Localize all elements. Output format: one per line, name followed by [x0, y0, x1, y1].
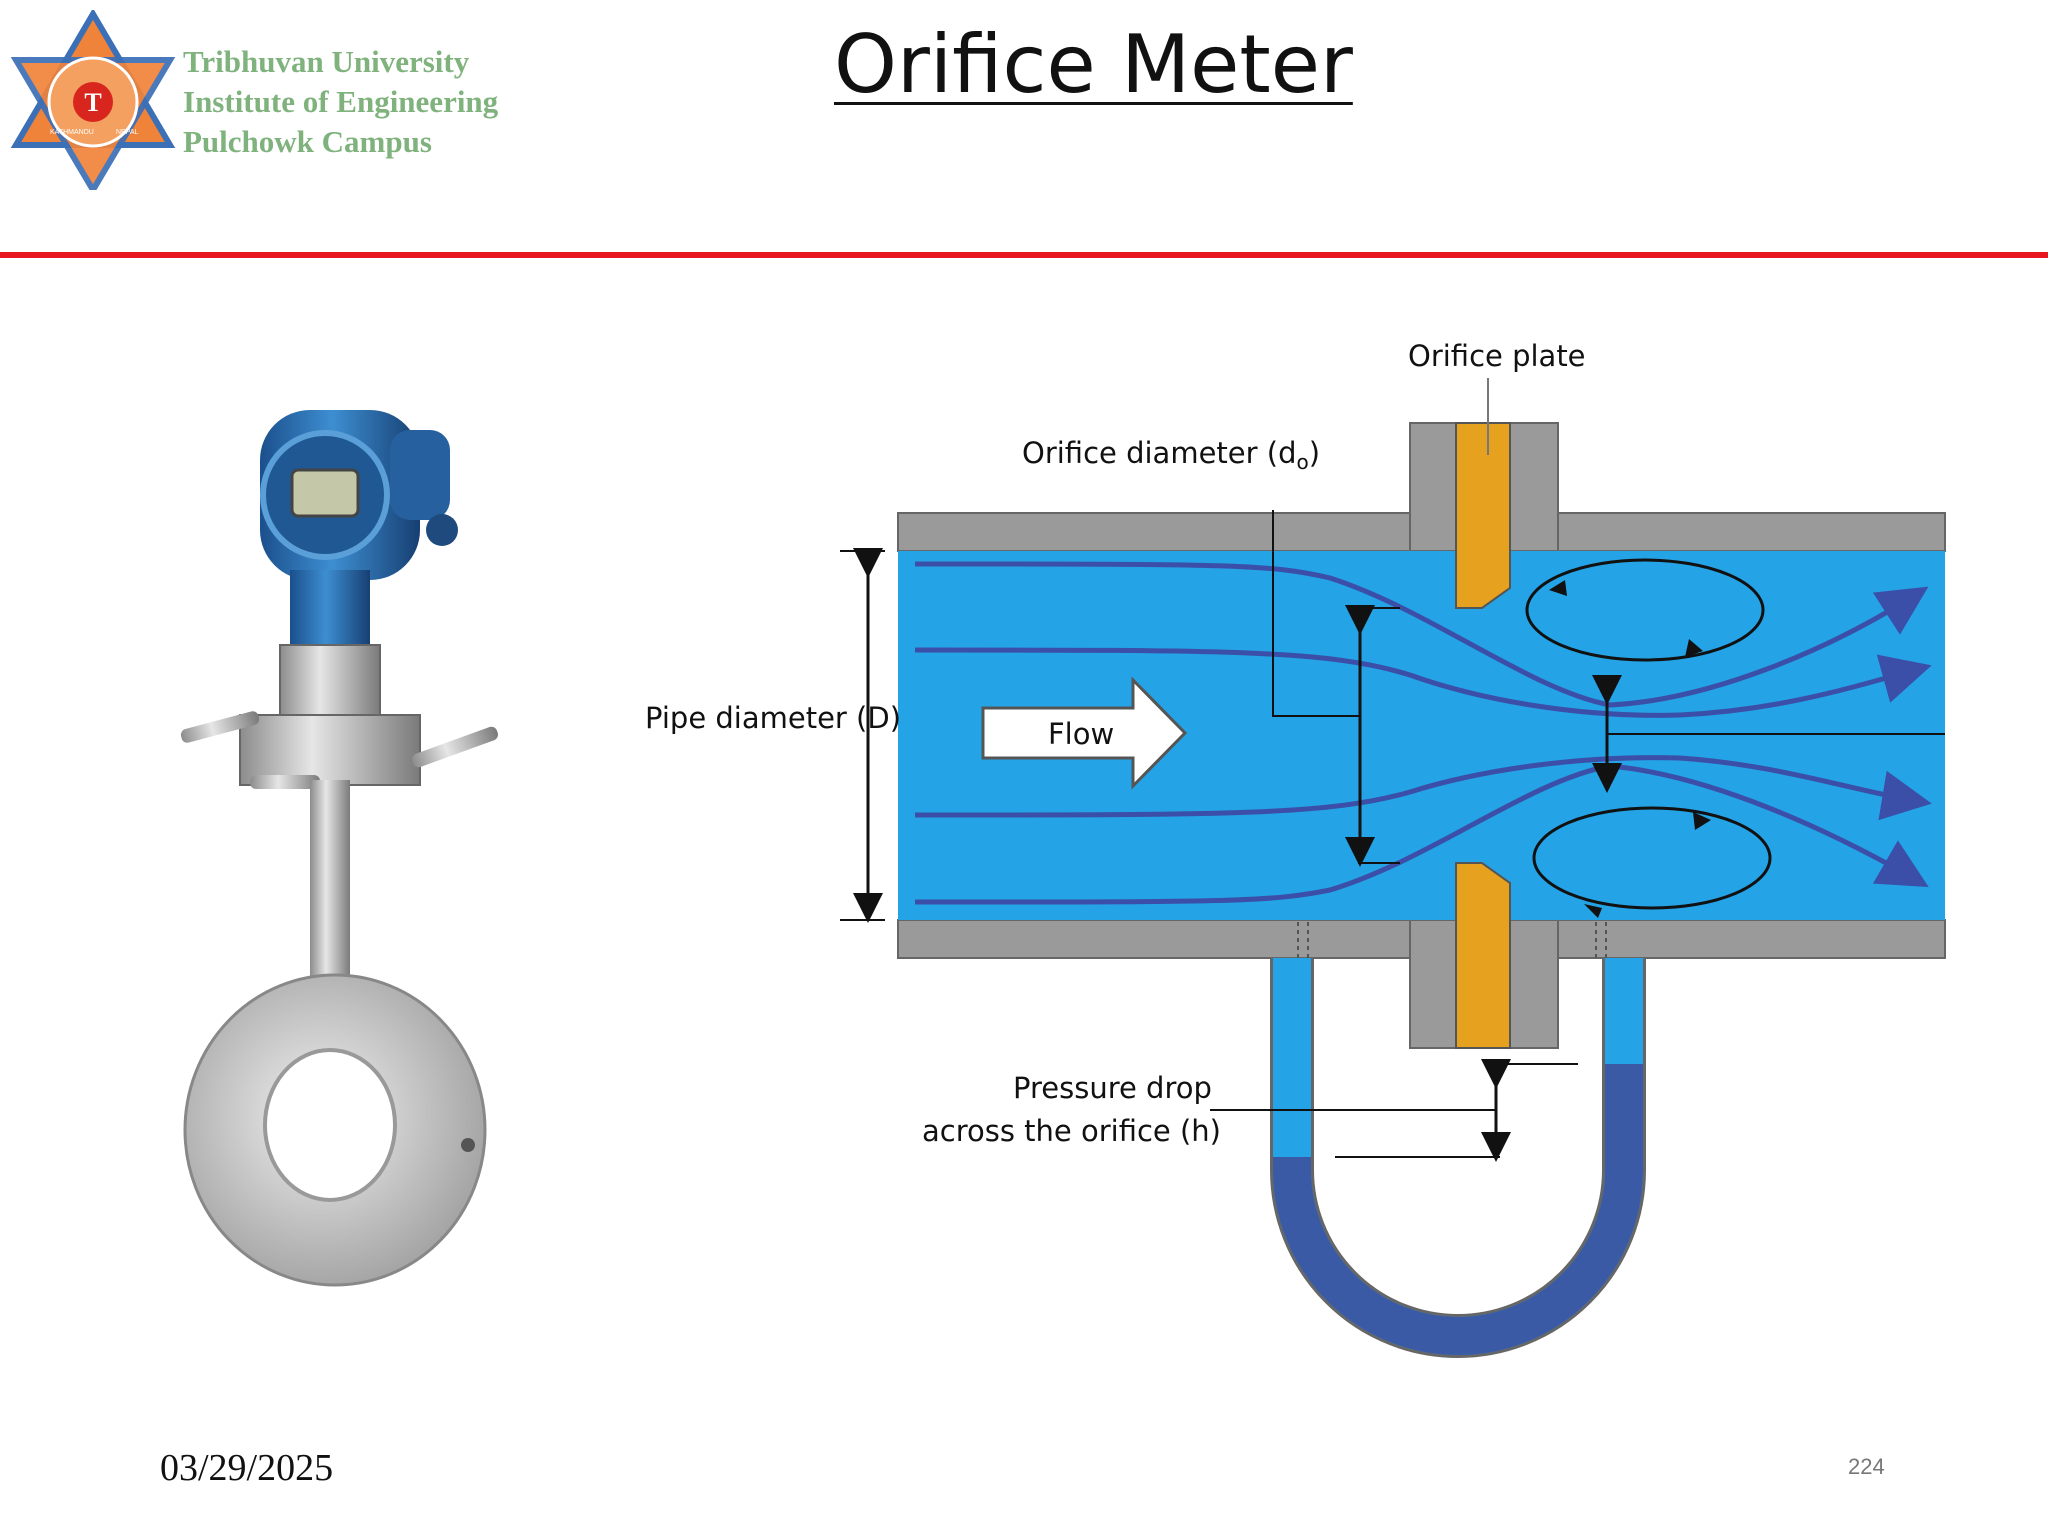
pipe-diameter-label: Pipe diameter (D) — [645, 701, 901, 735]
orifice-meter-diagram: Flow Orifice plate Orifice diameter (do)… — [645, 339, 1946, 1358]
slide-page-number: 224 — [1848, 1454, 1885, 1479]
slide-title: Orifice Meter — [834, 18, 1353, 111]
flow-arrow-icon — [981, 676, 1188, 790]
flow-label: Flow — [1048, 717, 1114, 751]
pressure-drop-label-line1: Pressure drop — [1013, 1071, 1212, 1105]
pressure-drop-label-line2: across the orifice (h) — [922, 1114, 1221, 1148]
orifice-plate-label: Orifice plate — [1408, 339, 1586, 373]
seal-word-nepal: NEPAL — [116, 129, 139, 136]
logo-line-institute: Institute of Engineering — [183, 84, 499, 119]
orifice-diameter-label: Orifice diameter (do) — [1022, 436, 1320, 474]
manometer-u-tube — [1270, 958, 1646, 1358]
svg-text:T: T — [84, 88, 101, 117]
orifice-plate-top — [1455, 422, 1511, 609]
orifice-plate-bottom — [1455, 862, 1511, 1049]
header-divider — [0, 252, 2048, 258]
university-seal-icon: T KATHMANDU NEPAL — [10, 10, 176, 190]
university-logo: T KATHMANDU NEPAL Tribhuvan University I… — [10, 10, 610, 190]
orifice-meter-photo — [180, 410, 498, 1287]
seal-word-kathmandu: KATHMANDU — [50, 129, 94, 136]
slide-date: 03/29/2025 — [160, 1447, 334, 1489]
logo-line-university: Tribhuvan University — [183, 44, 470, 79]
logo-line-campus: Pulchowk Campus — [183, 124, 432, 159]
